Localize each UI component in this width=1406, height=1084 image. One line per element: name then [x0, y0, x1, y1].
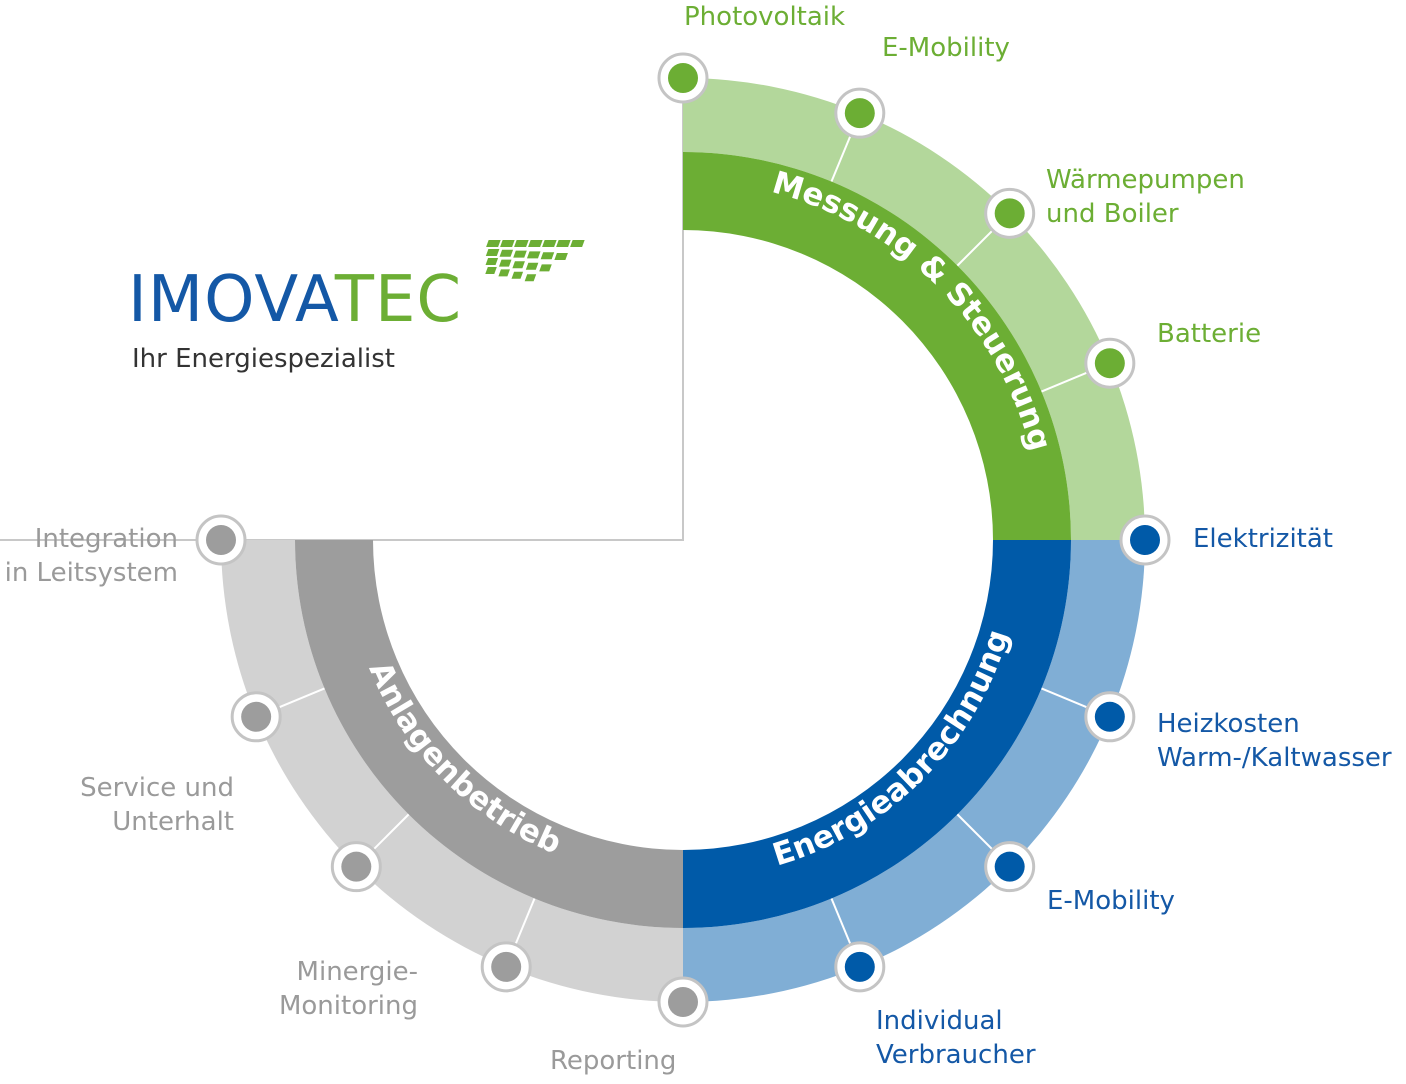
- logo-leaf-cell: [513, 250, 527, 258]
- logo-leaf-cell: [500, 240, 515, 247]
- outer-band-green: [683, 78, 1145, 540]
- label-e-mobility-blue: E-Mobility: [1047, 886, 1175, 916]
- logo-leaf-cell: [539, 264, 552, 272]
- node-green-dot-1: [668, 63, 698, 93]
- node-gray-dot-5: [668, 987, 698, 1017]
- label-individual-verbraucher: Individual Verbraucher: [876, 1006, 1036, 1070]
- node-gray-dot-4: [491, 951, 522, 982]
- label-photovoltaik: Photovoltaik: [684, 2, 846, 32]
- outer-band-gray: [221, 540, 683, 1002]
- imovatec-logo: IMOVATEC: [128, 268, 462, 332]
- inner-band-blue: [683, 540, 1071, 928]
- logo-leaf-cell: [528, 240, 543, 247]
- logo-leaf-cell: [540, 252, 555, 260]
- node-blue-dot-3: [994, 851, 1025, 882]
- logo-leaf-cell: [524, 274, 537, 282]
- logo-leaf-cell: [511, 271, 524, 279]
- logo-leaf-cell: [485, 258, 499, 265]
- logo-leaf-cell: [512, 261, 525, 269]
- logo-leaf-cell: [498, 269, 510, 277]
- node-blue-dot-1: [1130, 525, 1160, 555]
- logo-name-part1: IMOVA: [128, 263, 335, 337]
- logo-leaf-cell: [486, 240, 501, 247]
- logo-leaf-icon: [485, 240, 585, 282]
- logo-leaf-cell: [485, 267, 497, 274]
- logo-tagline: Ihr Energiespezialist: [132, 344, 395, 374]
- label-waermepumpen-boiler: Wärmepumpen und Boiler: [1046, 165, 1245, 229]
- inner-band-green: [683, 152, 1071, 540]
- outer-band-blue: [683, 540, 1145, 1002]
- label-service-unterhalt: Service und Unterhalt: [80, 773, 234, 837]
- node-gray-dot-2: [241, 701, 272, 732]
- label-batterie: Batterie: [1157, 319, 1262, 349]
- logo-leaf-cell: [556, 240, 571, 247]
- node-green-dot-4: [1094, 348, 1125, 379]
- logo-leaf-cell: [485, 249, 500, 256]
- logo-leaf-cell: [514, 240, 529, 247]
- logo-leaf-cell: [542, 240, 557, 247]
- logo-leaf-cell: [499, 249, 514, 257]
- label-e-mobility-green: E-Mobility: [882, 33, 1010, 63]
- logo-leaf-cell: [498, 259, 512, 267]
- logo-name-part2: TEC: [334, 263, 463, 337]
- node-green-dot-3: [994, 198, 1025, 229]
- node-blue-dot-2: [1094, 701, 1125, 732]
- node-green-dot-2: [844, 98, 875, 129]
- logo-leaf-cell: [525, 262, 539, 270]
- node-gray-dot-1: [206, 525, 236, 555]
- node-gray-dot-3: [341, 851, 372, 882]
- inner-band-gray: [295, 540, 683, 928]
- logo-leaf-cell: [554, 253, 568, 260]
- label-elektrizitaet: Elektrizität: [1193, 524, 1334, 554]
- label-heizkosten-wasser: Heizkosten Warm-/Kaltwasser: [1157, 709, 1392, 773]
- label-integration-leitsystem: Integration in Leitsystem: [4, 524, 178, 588]
- node-blue-dot-4: [844, 951, 875, 982]
- label-reporting: Reporting: [550, 1046, 677, 1076]
- logo-leaf-cell: [526, 251, 541, 259]
- logo-leaf-cell: [570, 240, 585, 247]
- label-minergie-monitoring: Minergie- Monitoring: [278, 957, 418, 1021]
